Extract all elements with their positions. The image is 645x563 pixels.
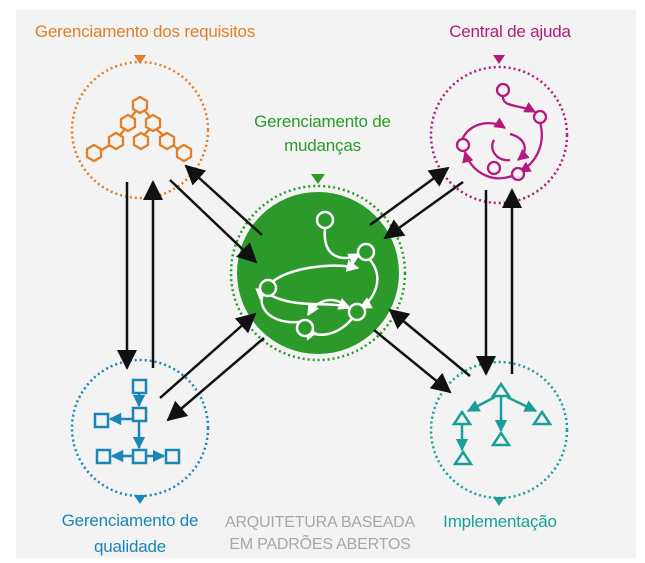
hexagon-network-icon (85, 95, 193, 163)
quality-label-line1: Gerenciamento de (61, 511, 199, 530)
change-pointer-icon (311, 174, 325, 184)
change-management-label-line2: mudanças (284, 136, 361, 155)
requirements-label: Gerenciamento dos requisitos (34, 22, 256, 41)
help-center-circle (429, 65, 569, 205)
arrow-requirements-to-change (169, 179, 258, 264)
help-center-pointer-icon (493, 55, 505, 64)
arrow-change-to-help (369, 166, 450, 227)
change-management-label-line1: Gerenciamento de (254, 112, 391, 131)
quality-node (70, 358, 210, 504)
architecture-footer-line1: ARQUITETURA BASEADA (224, 514, 416, 531)
architecture-footer-line2: EM PADRÕES ABERTOS (229, 536, 411, 553)
workflow-loop-icon (455, 82, 548, 182)
implementation-pointer-icon (493, 497, 505, 506)
implementation-circle (429, 360, 569, 500)
triangle-tree-icon (451, 381, 553, 466)
quality-label: Gerenciamento de qualidade (35, 508, 225, 560)
quality-pointer-icon (134, 495, 146, 504)
implementation-label: Implementação (443, 512, 557, 531)
connector-arrows (117, 164, 522, 422)
change-management-node (229, 174, 407, 362)
arrow-change-to-quality (166, 337, 265, 422)
change-workflow-icon (255, 210, 379, 341)
requirements-node (70, 55, 210, 200)
square-tree-icon (93, 378, 181, 465)
requirements-pointer-icon (134, 55, 146, 64)
change-outer-ring (229, 184, 407, 362)
arrow-change-to-implementation (373, 329, 452, 394)
help-center-node (429, 55, 569, 205)
help-center-label: Central de ajuda (449, 22, 571, 41)
change-management-label: Gerenciamento de mudanças (210, 110, 435, 158)
architecture-footer-label: ARQUITETURA BASEADA EM PADRÕES ABERTOS (210, 512, 430, 556)
implementation-node (429, 360, 569, 506)
quality-label-line2: qualidade (94, 537, 166, 556)
requirements-circle (70, 60, 210, 200)
arrow-quality-to-change (159, 312, 257, 399)
arrow-change-to-requirements (184, 164, 263, 236)
arrow-help-to-change (383, 180, 464, 240)
arrow-implementation-to-change (388, 308, 471, 377)
